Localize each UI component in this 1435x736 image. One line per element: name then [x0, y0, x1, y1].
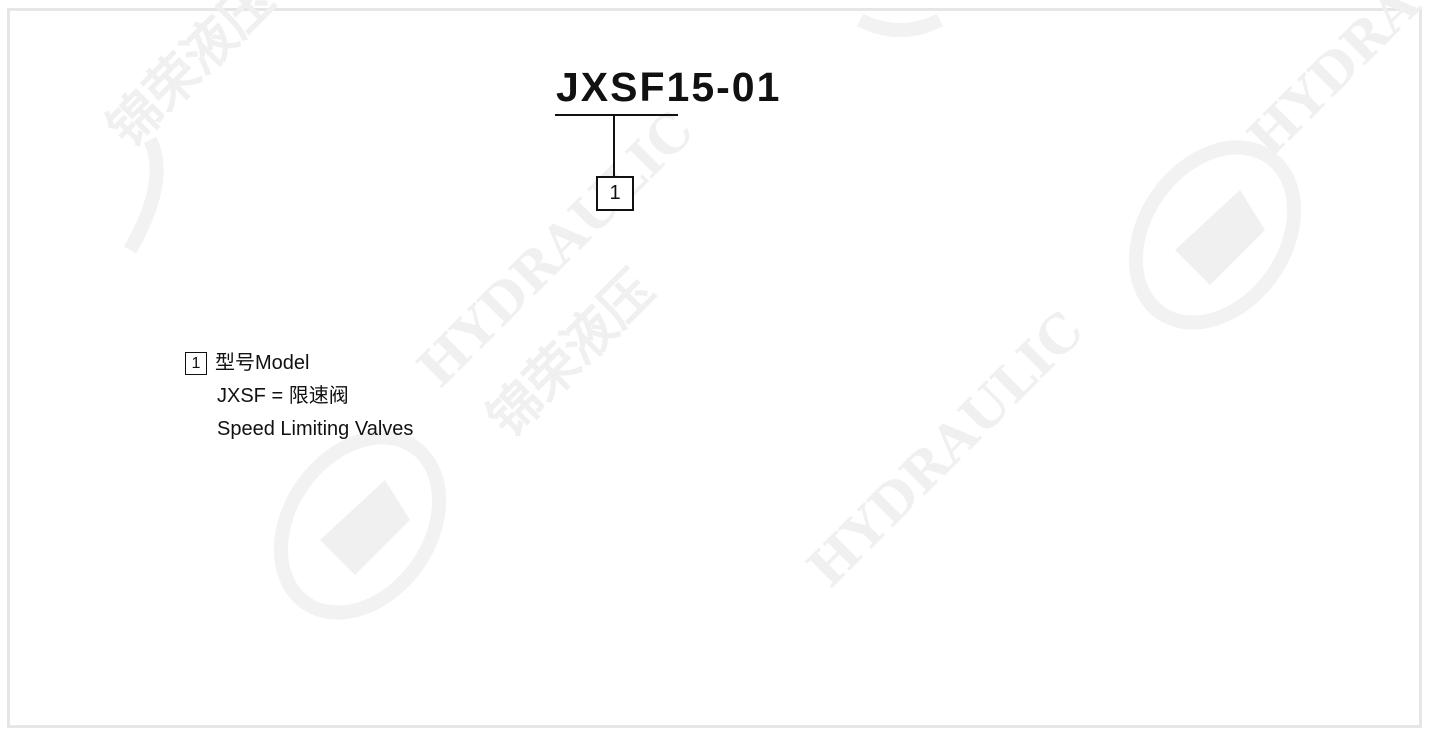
- legend: 1 型号Model JXSF = 限速阀 Speed Limiting Valv…: [185, 347, 413, 446]
- legend-definition: JXSF = 限速阀: [217, 385, 349, 407]
- diagram-frame: [7, 8, 1422, 728]
- legend-heading: 型号Model: [215, 352, 310, 374]
- legend-english: Speed Limiting Valves: [217, 418, 414, 440]
- model-code-underline: [555, 114, 678, 116]
- model-code-title: JXSF15-01: [556, 64, 782, 110]
- callout-number-box: 1: [596, 176, 634, 211]
- callout-leader-line: [613, 115, 615, 177]
- legend-number-box: 1: [185, 352, 207, 375]
- legend-heading-row: 1 型号Model: [185, 347, 413, 380]
